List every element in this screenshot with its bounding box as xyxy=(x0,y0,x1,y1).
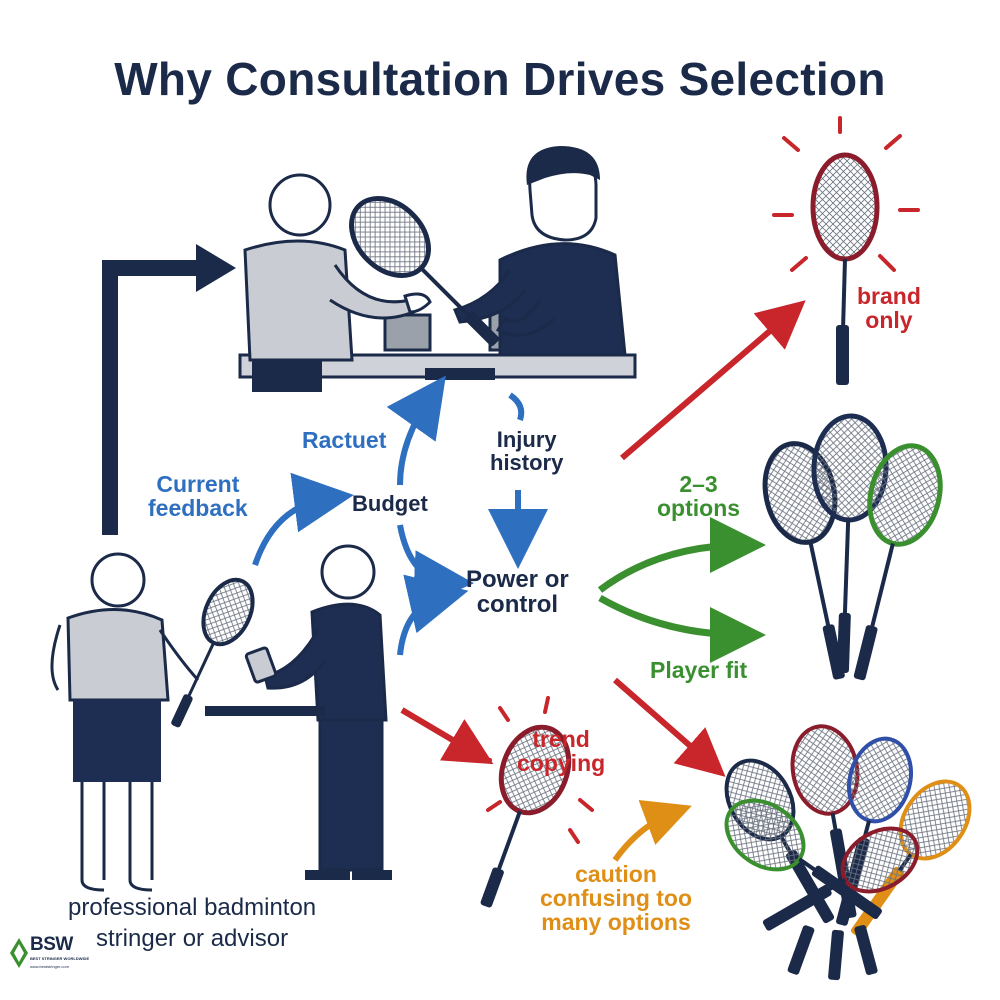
bsw-logo: BSW BEST STRINGER WORLDWIDE www.beststri… xyxy=(8,932,90,974)
label-current-feedback-line2: feedback xyxy=(148,495,248,522)
label-current-feedback: Current feedback xyxy=(148,472,248,520)
arrow-power-options xyxy=(597,517,766,593)
arrow-to-brand-only xyxy=(620,300,806,461)
label-trend-copying: trend copying xyxy=(517,727,605,775)
label-caution-line3: many options xyxy=(541,909,691,936)
label-trend-line2: copying xyxy=(517,750,606,777)
label-caution-line2: confusing too xyxy=(540,885,693,912)
arrow-bottom-power xyxy=(397,574,469,656)
label-injury-line1: Injury xyxy=(496,427,557,452)
label-options: 2–3 options xyxy=(657,472,740,520)
racquets-options xyxy=(762,413,943,681)
label-player-fit: Player fit xyxy=(650,657,748,683)
label-current-feedback-line1: Current xyxy=(156,471,240,497)
arrow-budget-racquet xyxy=(386,375,446,486)
bsw-logo-text: BSW xyxy=(30,934,73,955)
advisor-bottom-figure xyxy=(244,544,392,880)
customer-bottom-figure xyxy=(50,552,200,892)
label-power-control: Power or control xyxy=(466,566,569,619)
label-options-line1: 2–3 xyxy=(679,471,718,497)
label-advisor-line1: professional badminton xyxy=(68,894,317,921)
label-injury-history: Injury history xyxy=(490,428,563,474)
label-budget: Budget xyxy=(352,491,428,516)
label-caution-line1: caution xyxy=(575,861,657,887)
arrow-to-many xyxy=(613,677,726,777)
customer-figure xyxy=(243,173,432,392)
label-brand-line1: brand xyxy=(857,283,921,309)
label-injury-line2: history xyxy=(490,450,564,476)
racquet-bottom-left xyxy=(171,577,255,728)
label-advisor-line2: stringer or advisor xyxy=(96,925,289,953)
arrow-top-injury xyxy=(508,392,525,421)
label-racquet: Ractuet xyxy=(302,427,387,453)
racquet-brand-only xyxy=(772,116,920,385)
navy-return-arrow xyxy=(102,260,200,535)
label-power-line2: control xyxy=(476,591,559,619)
label-caution: caution confusing too many options xyxy=(540,861,693,936)
label-advisor: professional badminton stringer or advis… xyxy=(68,894,317,953)
bsw-logo-url: www.beststringer.com xyxy=(30,964,69,969)
racquet-trend xyxy=(474,696,594,908)
label-power-line1: Power or xyxy=(466,566,569,593)
bsw-logo-mark xyxy=(10,938,28,968)
navy-arrowhead xyxy=(196,244,236,292)
arrow-to-trend xyxy=(400,707,494,765)
advisor-figure xyxy=(452,146,627,357)
arrow-feedback-budget xyxy=(252,472,354,566)
label-trend-line1: trend xyxy=(532,726,590,752)
label-options-line2: options xyxy=(657,495,741,522)
label-brand-line2: only xyxy=(865,307,913,334)
arrow-caution xyxy=(612,799,692,862)
arrow-power-playerfit xyxy=(598,594,766,663)
bsw-logo-subtitle: BEST STRINGER WORLDWIDE xyxy=(30,956,90,961)
top-scene xyxy=(238,146,637,392)
label-brand-only: brand only xyxy=(857,284,921,332)
page-title: Why Consultation Drives Selection xyxy=(114,53,886,105)
arrow-budget-power xyxy=(397,524,474,611)
racquets-many xyxy=(724,724,972,981)
